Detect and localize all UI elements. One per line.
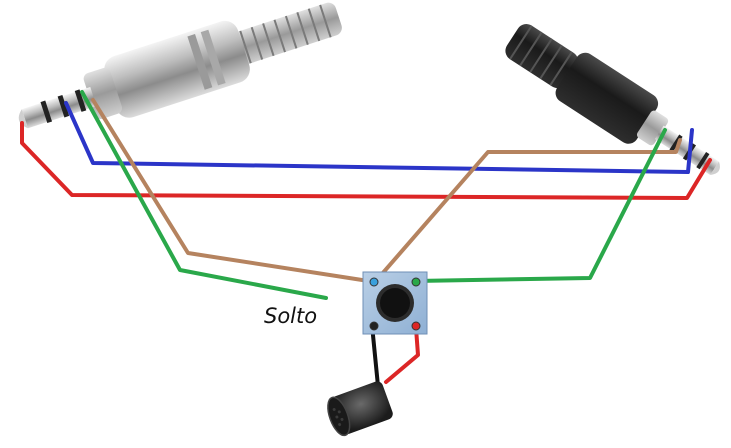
green-wire-main	[413, 128, 667, 283]
black-wire	[370, 323, 380, 388]
electret-mic-icon	[327, 381, 393, 437]
red-wire-mic	[384, 326, 420, 384]
push-button	[362, 271, 428, 335]
tactile-switch-icon	[362, 271, 428, 335]
green-wire-loose	[80, 90, 328, 300]
left-plug	[18, 2, 342, 129]
red-wire	[20, 121, 712, 200]
right-plug	[505, 24, 720, 175]
loose-wire-label: Solto	[264, 304, 318, 328]
trrs-jack-metal-icon	[18, 2, 342, 129]
blue-wire	[64, 101, 694, 174]
trrs-jack-black-icon	[505, 24, 720, 175]
brown-wire	[91, 98, 682, 284]
microphone	[327, 381, 393, 437]
